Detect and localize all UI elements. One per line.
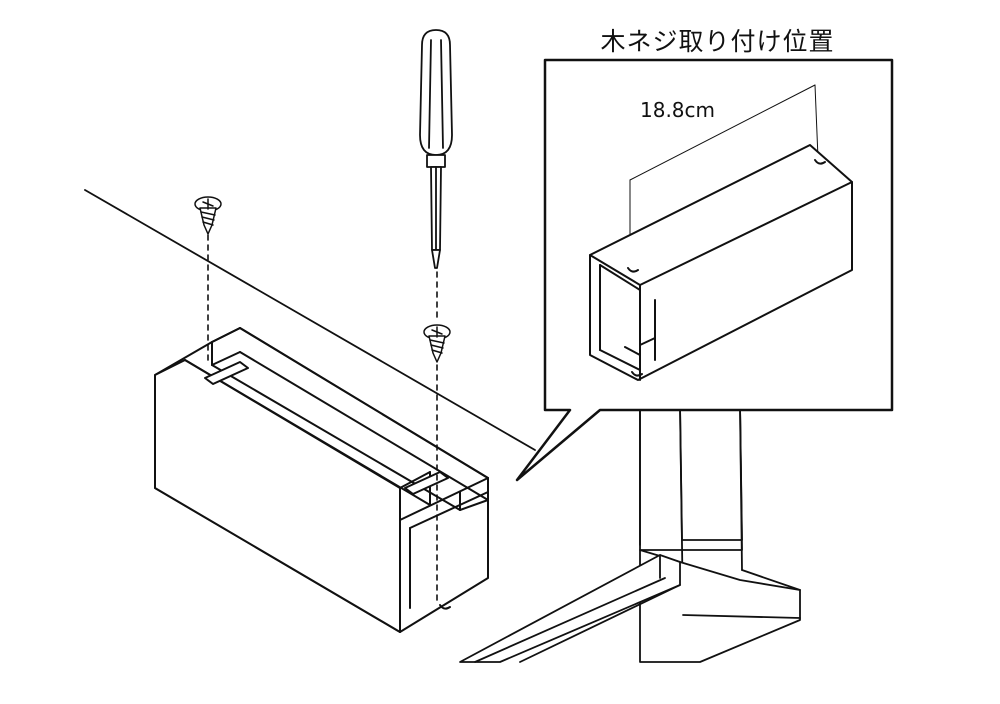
wood-screw-right [423, 324, 451, 363]
cable-tray [154, 327, 489, 633]
wood-screw-left [194, 196, 222, 235]
table-crossbar [459, 554, 681, 663]
dimension-label: 18.8cm [640, 98, 716, 122]
table-leg [639, 404, 743, 616]
desk-edge-line [84, 189, 536, 451]
screwdriver [419, 29, 453, 269]
callout-title: 木ネジ取り付け位置 [600, 27, 835, 56]
screw-alignment-lines [207, 234, 438, 606]
callout-cable-tray [589, 144, 853, 381]
